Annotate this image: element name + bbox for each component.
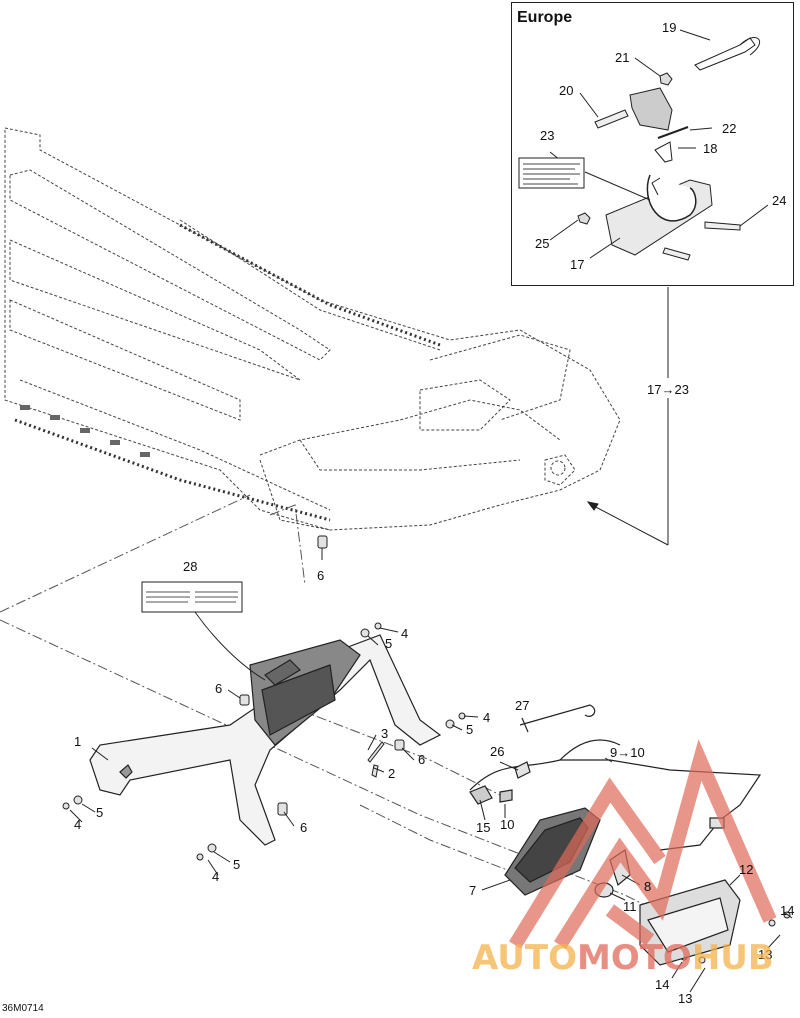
callout-27: 27 bbox=[515, 698, 530, 713]
construction-lines bbox=[0, 494, 691, 929]
hardware bbox=[62, 535, 791, 964]
callout-10: 10 bbox=[500, 817, 515, 832]
callout-4-c: 4 bbox=[74, 817, 82, 832]
callout-22: 22 bbox=[722, 121, 737, 136]
callout-6-a: 6 bbox=[215, 681, 223, 696]
callout-3: 3 bbox=[381, 726, 389, 741]
callout-20: 20 bbox=[559, 83, 574, 98]
callout-6-b: 6 bbox=[418, 752, 426, 767]
callout-2: 2 bbox=[388, 766, 396, 781]
watermark-text: AUTOMOTOHUB bbox=[472, 938, 774, 978]
callout-9-10: 9→10 bbox=[610, 745, 645, 760]
callout-5-d: 5 bbox=[233, 857, 241, 872]
watermark-part-2: MOTO bbox=[576, 938, 692, 978]
callout-17: 17 bbox=[570, 257, 585, 272]
europe-inset-box bbox=[511, 2, 794, 286]
callout-5-c: 5 bbox=[96, 805, 104, 820]
taillight-assembly bbox=[469, 704, 762, 966]
hitch-on-chassis bbox=[544, 454, 576, 486]
leader-lines bbox=[69, 548, 793, 993]
callout-13-b: 13 bbox=[678, 991, 693, 1006]
leader-17-23 bbox=[586, 287, 669, 546]
europe-hitch-parts bbox=[549, 29, 769, 261]
callout-11: 11 bbox=[623, 899, 637, 914]
callout-17-23: 17→23 bbox=[647, 382, 689, 397]
warning-label-28-decal bbox=[141, 581, 243, 613]
callout-28: 28 bbox=[183, 559, 198, 574]
europe-box-title: Europe bbox=[517, 9, 573, 26]
chassis-slots bbox=[20, 405, 150, 457]
drawing-code: 36M0714 bbox=[2, 1003, 44, 1014]
callout-4-a: 4 bbox=[401, 626, 409, 641]
callout-4-b: 4 bbox=[483, 710, 491, 725]
watermark-logo bbox=[509, 739, 777, 949]
callout-6-c: 6 bbox=[300, 820, 308, 835]
callout-12: 12 bbox=[739, 862, 754, 877]
callout-26: 26 bbox=[490, 744, 505, 759]
callout-4-d: 4 bbox=[212, 869, 220, 884]
callout-8: 8 bbox=[644, 879, 652, 894]
callout-19: 19 bbox=[662, 20, 677, 35]
watermark-part-1: AUTO bbox=[472, 938, 577, 978]
callout-18: 18 bbox=[703, 141, 718, 156]
callout-14-a: 14 bbox=[780, 903, 795, 918]
callout-21: 21 bbox=[615, 50, 630, 65]
callout-23: 23 bbox=[540, 128, 555, 143]
callout-25: 25 bbox=[535, 236, 550, 251]
chassis-outline bbox=[4, 127, 621, 531]
callout-6-top: 6 bbox=[317, 568, 325, 583]
leader-28 bbox=[194, 611, 266, 681]
callout-24: 24 bbox=[772, 193, 787, 208]
rear-bumper bbox=[89, 634, 442, 846]
callout-14-b: 14 bbox=[655, 977, 670, 992]
callout-1: 1 bbox=[74, 734, 82, 749]
callout-5-a: 5 bbox=[385, 636, 393, 651]
watermark-part-3: HUB bbox=[691, 938, 774, 978]
callout-5-b: 5 bbox=[466, 722, 474, 737]
warning-label-23-decal bbox=[518, 157, 585, 189]
callout-7: 7 bbox=[469, 883, 477, 898]
track-ribs bbox=[14, 223, 441, 522]
callout-13-a: 13 bbox=[758, 947, 773, 962]
callout-15: 15 bbox=[476, 820, 491, 835]
